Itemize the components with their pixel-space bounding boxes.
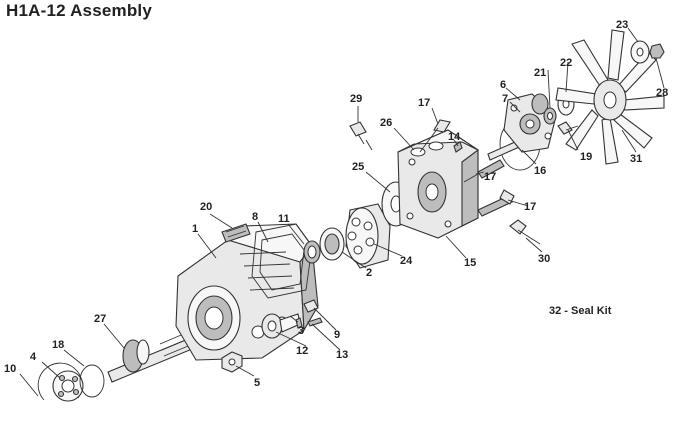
- part-fitting: [349, 121, 373, 151]
- callout-19: 19: [580, 151, 592, 163]
- callout-9: 9: [334, 329, 340, 341]
- callout-30: 30: [538, 253, 550, 265]
- part-end-cap: [397, 129, 479, 239]
- seal-kit-note: 32 - Seal Kit: [549, 305, 612, 317]
- part-fan: [555, 29, 665, 165]
- part-trunnion: [261, 313, 301, 339]
- part-dowel-pin: [453, 141, 463, 153]
- part-bearing-ring: [303, 240, 321, 264]
- callout-6: 6: [500, 79, 506, 91]
- part-pin: [295, 317, 303, 329]
- callout-28: 28: [656, 87, 668, 99]
- callout-14: 14: [448, 131, 461, 143]
- callout-11: 11: [278, 213, 290, 225]
- leader-lines: [19, 27, 665, 397]
- callout-29: 29: [350, 93, 362, 105]
- callout-8: 8: [252, 211, 258, 223]
- callout-31: 31: [630, 153, 642, 165]
- part-label-plate: [221, 223, 251, 243]
- callout-21: 21: [534, 67, 546, 79]
- part-bearing-cap: [531, 93, 549, 115]
- callout-17-upper: 17: [418, 97, 430, 109]
- part-charge-ports: [410, 141, 444, 157]
- callout-18: 18: [52, 339, 64, 351]
- part-bolt-middle: [463, 159, 505, 183]
- diagram-title: H1A-12 Assembly: [6, 1, 152, 20]
- part-bearing: [52, 370, 84, 402]
- callout-10: 10: [4, 363, 16, 375]
- callout-2: 2: [366, 267, 372, 279]
- callout-17-lower: 17: [524, 201, 536, 213]
- part-cylinder-block: [345, 203, 391, 269]
- part-fan-nut: [649, 43, 665, 59]
- callout-3: 3: [298, 325, 304, 337]
- callout-24: 24: [400, 255, 413, 267]
- callout-17-middle: 17: [484, 171, 496, 183]
- callout-20: 20: [200, 201, 212, 213]
- callout-26: 26: [380, 117, 392, 129]
- callout-16: 16: [534, 165, 546, 177]
- part-hub: [630, 40, 650, 64]
- callout-13: 13: [336, 349, 348, 361]
- part-dowel: [307, 317, 323, 327]
- callout-23: 23: [616, 19, 628, 31]
- callout-7: 7: [502, 93, 508, 105]
- part-seal-ring: [79, 364, 105, 398]
- part-gasket: [251, 223, 313, 299]
- callout-5: 5: [254, 377, 260, 389]
- part-nut-21: [543, 107, 557, 125]
- callout-4: 4: [30, 351, 37, 363]
- callout-1: 1: [192, 223, 198, 235]
- callout-25: 25: [352, 161, 364, 173]
- callout-22: 22: [560, 57, 572, 69]
- part-bolt-lower: [477, 189, 515, 217]
- callout-12: 12: [296, 345, 308, 357]
- callout-15: 15: [464, 257, 476, 269]
- part-thrust-ring: [319, 227, 345, 261]
- part-bolt-30: [509, 219, 541, 245]
- callout-27: 27: [94, 313, 106, 325]
